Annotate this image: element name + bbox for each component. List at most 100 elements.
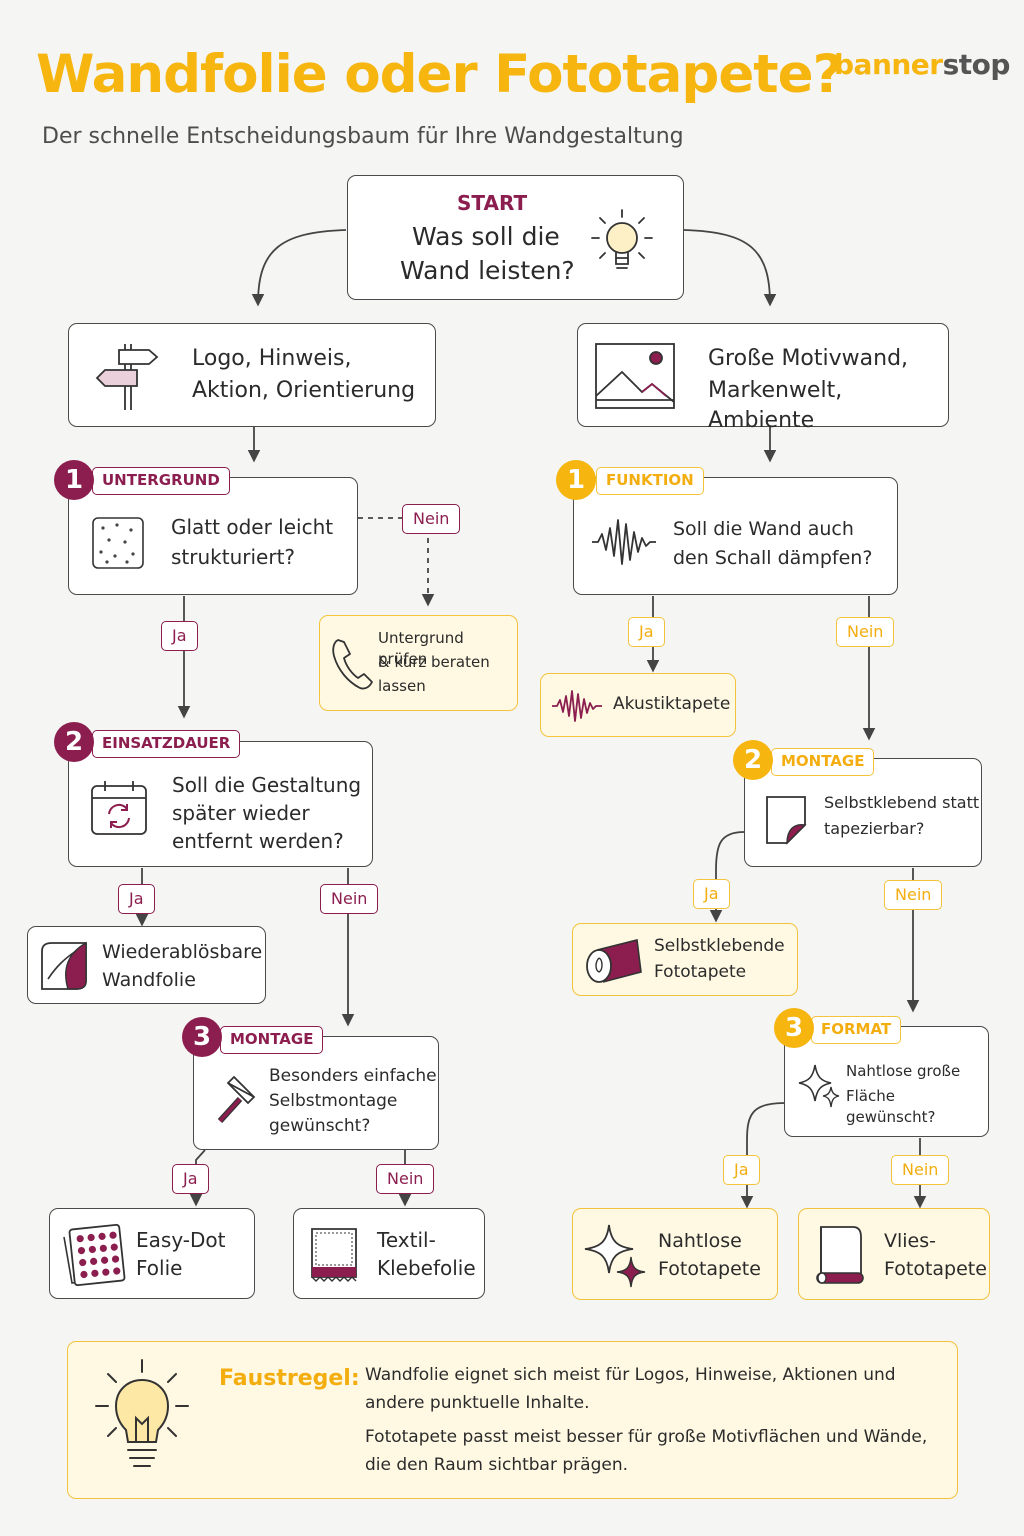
result-vlies-fototapete: Vlies- Fototapete [798, 1208, 990, 1300]
tag-montage-left: MONTAGE [220, 1026, 324, 1054]
tag-montage-right: MONTAGE [771, 748, 875, 776]
question-einsatzdauer-line1: Soll die Gestaltung [172, 773, 362, 797]
result-vlies-line2: Fototapete [884, 1258, 987, 1280]
page-title: Wandfolie oder Fototapete? [36, 44, 843, 105]
start-question-line1: Was soll die [412, 222, 560, 251]
textured-surface-icon [92, 517, 144, 569]
lightbulb-icon [95, 1359, 189, 1467]
question-format: Nahtlose große Fläche gewünscht? [784, 1026, 989, 1137]
start-label: START [457, 191, 528, 215]
tag-format: FORMAT [811, 1016, 902, 1044]
tip-text-1-line2: andere punktuelle Inhalte. [365, 1393, 590, 1413]
sparkle-icon [798, 1064, 840, 1108]
question-funktion-line2: den Schall dämpfen? [673, 547, 873, 569]
answer-ja-montage-right: Ja [693, 879, 730, 909]
fabric-icon [311, 1228, 357, 1282]
category-motivwand-line2: Markenwelt, Ambiente [708, 378, 843, 434]
squeegee-icon [217, 1075, 256, 1124]
answer-ja-format: Ja [723, 1155, 760, 1185]
sparkle-icon [584, 1224, 646, 1288]
step-number-3-left: 3 [182, 1017, 222, 1057]
step-number-3-right: 3 [774, 1008, 814, 1048]
result-akustiktapete: Akustiktapete [540, 673, 736, 737]
category-motivwand: Große Motivwand, Markenwelt, Ambiente [577, 323, 949, 433]
advice-line3: lassen [378, 677, 426, 695]
brand-logo: bannerstop [834, 48, 1010, 81]
question-untergrund: Glatt oder leicht strukturiert? [68, 477, 358, 595]
tip-box: Faustregel: Wandfolie eignet sich meist … [67, 1341, 958, 1499]
question-untergrund-line2: strukturiert? [171, 545, 296, 569]
tag-untergrund: UNTERGRUND [92, 467, 230, 495]
calendar-refresh-icon [91, 781, 147, 835]
result-wiederabloesbare-line2: Wandfolie [102, 969, 196, 991]
category-motivwand-line1: Große Motivwand, [708, 346, 909, 371]
result-textil-line2: Klebefolie [377, 1256, 476, 1280]
peel-sheet-icon [41, 941, 87, 990]
answer-nein-format: Nein [891, 1155, 950, 1185]
brand-logo-part1: banner [834, 48, 943, 81]
answer-nein-einsatzdauer: Nein [320, 884, 379, 914]
question-format-line1: Nahtlose große [846, 1062, 961, 1080]
step-number-1-left: 1 [54, 460, 94, 500]
step-number-1-right: 1 [556, 460, 596, 500]
answer-ja-funktion: Ja [628, 617, 665, 647]
lightbulb-icon [591, 209, 653, 269]
question-montage-right-line1: Selbstklebend statt [824, 793, 980, 812]
result-easy-dot-line2: Folie [136, 1256, 183, 1280]
soundwave-icon [592, 519, 656, 565]
category-logo-hinweis: Logo, Hinweis, Aktion, Orientierung [68, 323, 436, 427]
answer-nein-montage-left: Nein [376, 1164, 435, 1194]
question-untergrund-line1: Glatt oder leicht [171, 515, 334, 539]
soundwave-icon [552, 690, 602, 722]
result-akustiktapete-label: Akustiktapete [613, 694, 731, 714]
result-nahtlose-line1: Nahtlose [658, 1230, 742, 1252]
question-montage-left-line3: gewünscht? [269, 1116, 371, 1136]
result-nahtlose-fototapete: Nahtlose Fototapete [572, 1208, 778, 1300]
roll-icon [586, 939, 642, 983]
result-selbstklebende-line2: Fototapete [654, 962, 747, 982]
question-montage-right-line2: tapezierbar? [824, 819, 925, 838]
signpost-icon [95, 344, 159, 410]
landscape-image-icon [595, 343, 675, 409]
result-easy-dot-line1: Easy-Dot [136, 1228, 226, 1252]
result-vlies-line1: Vlies- [884, 1230, 936, 1252]
result-nahtlose-line2: Fototapete [658, 1258, 761, 1280]
question-funktion: Soll die Wand auch den Schall dämpfen? [573, 477, 898, 595]
result-textil-line1: Textil- [377, 1228, 436, 1252]
category-logo-line2: Aktion, Orientierung [192, 378, 416, 403]
category-logo-line1: Logo, Hinweis, [192, 346, 352, 371]
dot-sheet-icon [63, 1223, 126, 1287]
tag-einsatzdauer: EINSATZDAUER [92, 730, 241, 758]
question-montage-left-line2: Selbstmontage [269, 1091, 398, 1111]
page-subtitle: Der schnelle Entscheidungsbaum für Ihre … [42, 124, 684, 149]
phone-icon [332, 639, 373, 690]
advice-line2: & kurz beraten [378, 653, 490, 671]
question-format-line2: Fläche gewünscht? [846, 1087, 936, 1126]
answer-nein-untergrund: Nein [402, 504, 461, 534]
answer-ja-einsatzdauer: Ja [118, 884, 155, 914]
result-selbstklebende-fototapete: Selbstklebende Fototapete [572, 923, 798, 996]
tip-text-2-line2: die den Raum sichtbar prägen. [365, 1455, 628, 1475]
question-einsatzdauer: Soll die Gestaltung später wieder entfer… [68, 741, 373, 867]
advice-line1: Untergrund prüfen [378, 629, 464, 668]
tip-text-1-line1: Wandfolie eignet sich meist für Logos, H… [365, 1365, 896, 1385]
brand-logo-part2: stop [942, 48, 1011, 81]
question-einsatzdauer-line3: entfernt werden? [172, 829, 344, 853]
start-question-line2: Wand leisten? [400, 256, 575, 285]
answer-ja-montage-left: Ja [172, 1164, 209, 1194]
tip-text-2-line1: Fototapete passt meist besser für große … [365, 1427, 928, 1447]
result-advice: Untergrund prüfen & kurz beraten lassen [319, 615, 518, 711]
start-node: START Was soll die Wand leisten? [347, 175, 684, 300]
question-einsatzdauer-line2: später wieder [172, 801, 310, 825]
result-wiederabloesbare-wandfolie: Wiederablösbare Wandfolie [27, 926, 266, 1004]
result-wiederabloesbare-line1: Wiederablösbare [102, 941, 263, 963]
question-montage-left-line1: Besonders einfache [269, 1066, 437, 1086]
step-number-2-right: 2 [733, 740, 773, 780]
answer-nein-montage-right: Nein [884, 880, 943, 910]
tip-heading: Faustregel: [219, 1366, 360, 1391]
question-montage-left: Besonders einfache Selbstmontage gewünsc… [193, 1036, 439, 1150]
result-selbstklebende-line1: Selbstklebende [654, 936, 785, 956]
question-montage-right: Selbstklebend statt tapezierbar? [744, 758, 982, 867]
answer-ja-untergrund: Ja [161, 621, 198, 651]
result-textil-klebefolie: Textil- Klebefolie [293, 1208, 485, 1299]
